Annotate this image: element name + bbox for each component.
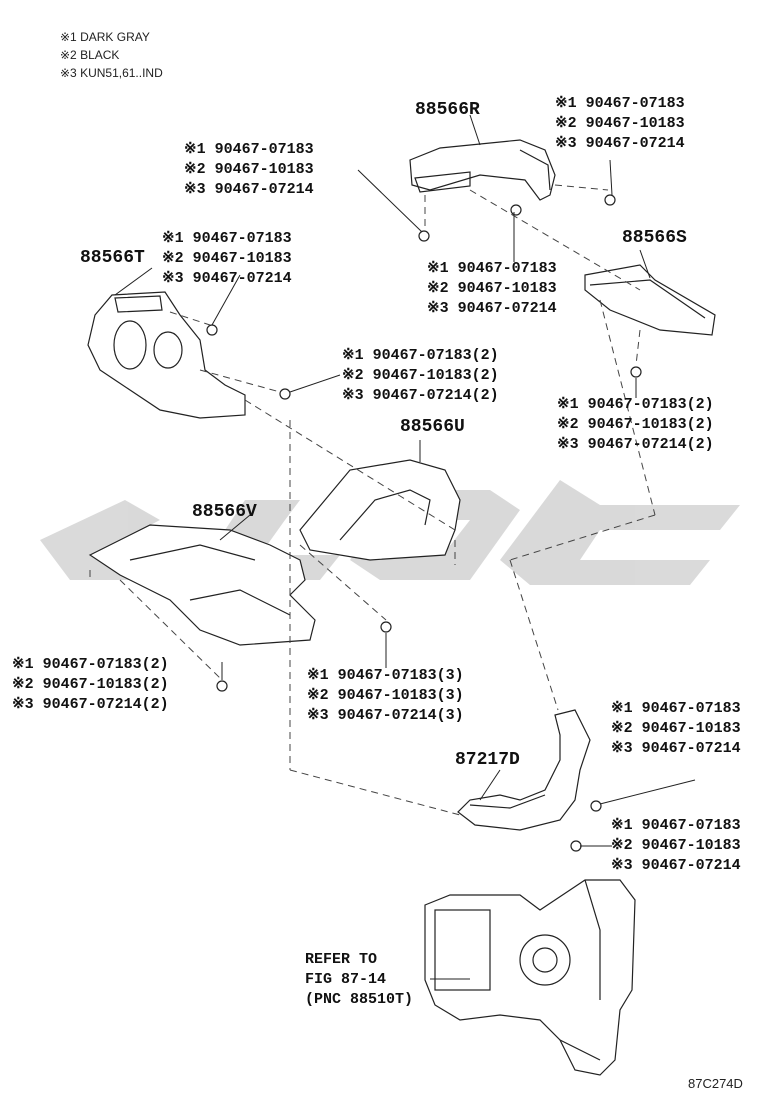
pn-g1-2[interactable]: ※2 90467-10183 — [184, 161, 314, 178]
pn-g3-1[interactable]: ※1 90467-07183 — [162, 230, 292, 247]
part-88566s-label[interactable]: 88566S — [622, 228, 687, 248]
leader-lines — [114, 114, 696, 980]
part-88566v-label[interactable]: 88566V — [192, 502, 257, 522]
legend-line-1: ※1 DARK GRAY — [60, 30, 150, 44]
pn-g5-3[interactable]: ※3 90467-07214(2) — [342, 387, 499, 404]
diagram-code: 87C274D — [688, 1076, 743, 1091]
pn-g10-3[interactable]: ※3 90467-07214 — [611, 857, 741, 874]
pn-g4-3[interactable]: ※3 90467-07214 — [427, 300, 557, 317]
legend-line-3: ※3 KUN51,61..IND — [60, 66, 163, 80]
part-87217d-label[interactable]: 87217D — [455, 750, 520, 770]
refer-line-2[interactable]: FIG 87-14 — [305, 971, 387, 988]
part-88566u-label[interactable]: 88566U — [400, 417, 465, 437]
part-88566r-label[interactable]: 88566R — [415, 100, 480, 120]
pn-g8-3[interactable]: ※3 90467-07214(3) — [307, 707, 464, 724]
part-88566t-drawing — [87, 291, 246, 419]
refer-line-1: REFER TO — [305, 951, 378, 968]
pn-g3-2[interactable]: ※2 90467-10183 — [162, 250, 292, 267]
legend-line-2: ※2 BLACK — [60, 48, 120, 62]
dashed-lines — [89, 184, 656, 816]
pn-g2-2[interactable]: ※2 90467-10183 — [555, 115, 685, 132]
refer-line-3[interactable]: (PNC 88510T) — [305, 991, 414, 1008]
part-88566t-label[interactable]: 88566T — [80, 248, 145, 268]
pn-g7-2[interactable]: ※2 90467-10183(2) — [12, 676, 169, 693]
pn-g10-1[interactable]: ※1 90467-07183 — [611, 817, 741, 834]
pn-g6-1[interactable]: ※1 90467-07183(2) — [557, 396, 714, 413]
pn-g6-3[interactable]: ※3 90467-07214(2) — [557, 436, 714, 453]
pn-g9-3[interactable]: ※3 90467-07214 — [611, 740, 741, 757]
pn-g7-1[interactable]: ※1 90467-07183(2) — [12, 656, 169, 673]
pn-g3-3[interactable]: ※3 90467-07214 — [162, 270, 292, 287]
pn-g9-1[interactable]: ※1 90467-07183 — [611, 700, 741, 717]
blower-unit-drawing — [424, 879, 636, 1076]
clip-icons — [206, 194, 642, 852]
pn-g1-3[interactable]: ※3 90467-07214 — [184, 181, 314, 198]
pn-g4-1[interactable]: ※1 90467-07183 — [427, 260, 557, 277]
pn-g8-2[interactable]: ※2 90467-10183(3) — [307, 687, 464, 704]
pn-g5-1[interactable]: ※1 90467-07183(2) — [342, 347, 499, 364]
part-88566s-drawing — [584, 264, 716, 336]
pn-g10-2[interactable]: ※2 90467-10183 — [611, 837, 741, 854]
pn-g6-2[interactable]: ※2 90467-10183(2) — [557, 416, 714, 433]
pn-g9-2[interactable]: ※2 90467-10183 — [611, 720, 741, 737]
pn-g8-1[interactable]: ※1 90467-07183(3) — [307, 667, 464, 684]
pn-g1-1[interactable]: ※1 90467-07183 — [184, 141, 314, 158]
pn-g7-3[interactable]: ※3 90467-07214(2) — [12, 696, 169, 713]
pn-g4-2[interactable]: ※2 90467-10183 — [427, 280, 557, 297]
part-88566r-drawing — [409, 139, 556, 201]
pn-g5-2[interactable]: ※2 90467-10183(2) — [342, 367, 499, 384]
pn-g2-3[interactable]: ※3 90467-07214 — [555, 135, 685, 152]
part-88566v-drawing — [88, 524, 316, 646]
part-87217d-drawing — [457, 709, 591, 831]
part-88566u-drawing — [299, 459, 461, 561]
pn-g2-1[interactable]: ※1 90467-07183 — [555, 95, 685, 112]
